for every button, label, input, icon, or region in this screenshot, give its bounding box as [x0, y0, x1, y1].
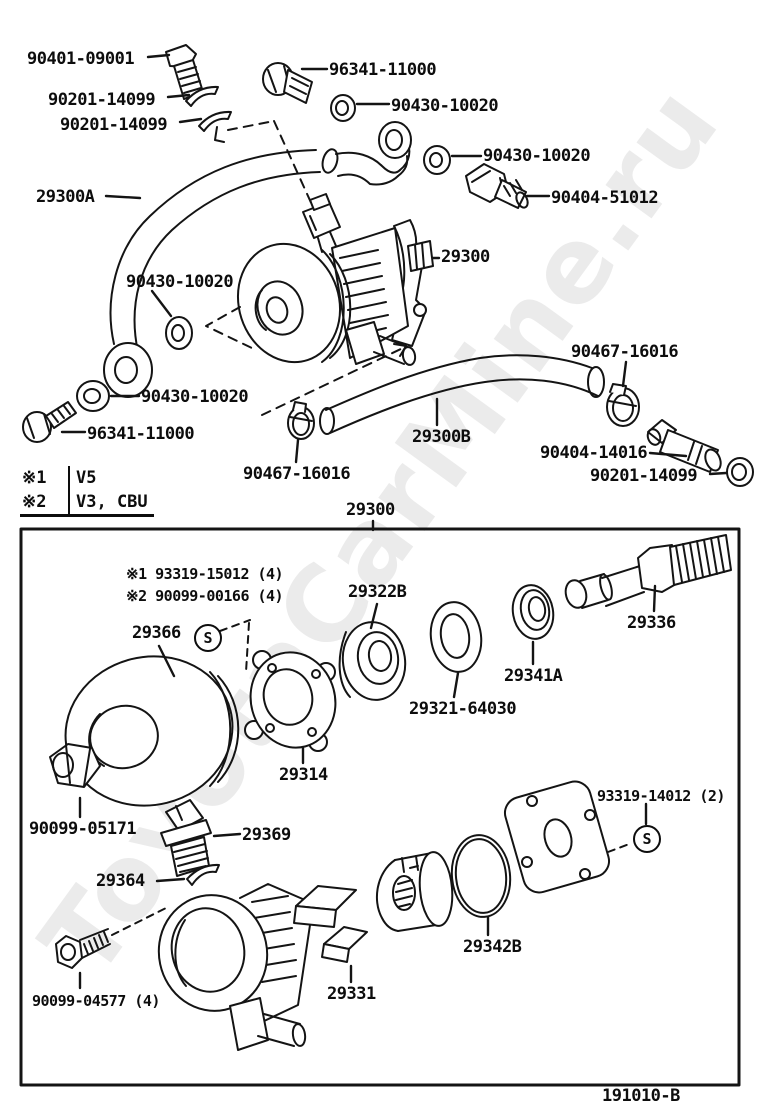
part-label-90201-14099-c: 90201-14099: [590, 466, 698, 486]
washer-90430-d-drawing: [77, 381, 109, 411]
part-label-90099-04577: 90099-04577 (4): [32, 992, 160, 1010]
part-label-29341A: 29341A: [504, 666, 563, 686]
part-label-90430-10020-d: 90430-10020: [141, 387, 249, 407]
part-label-29321-64030: 29321-64030: [409, 699, 517, 719]
washer-29321-drawing: [426, 599, 485, 675]
s-marker-bottom: S: [633, 825, 661, 853]
washer-90430-b-drawing: [424, 146, 450, 174]
pump-housing-drawing: [148, 884, 310, 1050]
gasket-plate-drawing: [501, 778, 613, 896]
part-label-29314: 29314: [279, 765, 328, 785]
washer-90201-right-drawing: [727, 458, 753, 486]
washer-90430-a-drawing: [331, 95, 355, 121]
bolt-96341-low-drawing: [23, 402, 76, 442]
part-label-90430-10020-b: 90430-10020: [483, 146, 591, 166]
union-fitting-90401-drawing: [166, 45, 203, 99]
legend-row-2: ※2 V3, CBU: [22, 490, 148, 514]
legend-value-2: V3, CBU: [68, 490, 148, 514]
legend-underline: [20, 514, 154, 517]
part-label-90201-14099-a: 90201-14099: [48, 90, 156, 110]
legend-value-1: V5: [68, 466, 96, 490]
hose-29300A-drawing: [104, 122, 411, 397]
part-label-93319-14012: 93319-14012 (2): [597, 787, 725, 805]
part-label-90404-14016: 90404-14016: [540, 443, 648, 463]
clip-90201-b-drawing: [199, 112, 231, 131]
exploded-view-box: [21, 529, 739, 1085]
washer-90430-c-drawing: [166, 317, 192, 349]
part-label-29369: 29369: [242, 825, 291, 845]
valve-29369-drawing: [161, 800, 211, 876]
part-label-96341-11000-low: 96341-11000: [87, 424, 195, 444]
note-90099-00166: ※2 90099-00166 (4): [126, 587, 284, 605]
shaft-29336-drawing: [563, 535, 731, 610]
legend-key-2: ※2: [22, 492, 47, 512]
nut-90099-05171-drawing: [50, 744, 100, 787]
note-93319-15012: ※1 93319-15012 (4): [126, 565, 284, 583]
bolt-90099-04577-drawing: [56, 929, 110, 968]
vacuum-pump-assembly-drawing: [223, 194, 433, 376]
alignment-dashed-lines-box: [112, 620, 632, 935]
variant-legend: ※1 V5 ※2 V3, CBU: [22, 466, 148, 514]
legend-key-1: ※1: [22, 468, 47, 488]
fitting-90404-14016-drawing: [646, 420, 724, 473]
part-label-29336: 29336: [627, 613, 676, 633]
part-label-29331: 29331: [327, 984, 376, 1004]
alignment-bracket: [215, 127, 224, 142]
part-label-29322B: 29322B: [348, 582, 407, 602]
leader-lines-top: [62, 55, 726, 530]
bolt-96341-top-drawing: [263, 63, 312, 103]
s-marker-top: S: [194, 624, 222, 652]
part-label-90467-16016-mid: 90467-16016: [243, 464, 351, 484]
part-label-29300A: 29300A: [36, 187, 95, 207]
drawing-number: 191010-B: [602, 1086, 680, 1106]
part-label-90430-10020-a: 90430-10020: [391, 96, 499, 116]
clip-90201-a-drawing: [186, 87, 218, 106]
fitting-90404-51012-drawing: [466, 164, 530, 209]
part-label-90430-10020-c: 90430-10020: [126, 272, 234, 292]
part-label-29342B: 29342B: [463, 937, 522, 957]
part-label-90467-16016-right: 90467-16016: [571, 342, 679, 362]
pulley-29366-drawing: [50, 639, 249, 823]
part-label-29364: 29364: [96, 871, 145, 891]
hub-29314-drawing: [240, 643, 346, 757]
part-label-29300-pump: 29300: [441, 247, 490, 267]
part-label-96341-11000-top: 96341-11000: [329, 60, 437, 80]
legend-row-1: ※1 V5: [22, 466, 148, 490]
hose-29300B-drawing: [320, 355, 604, 434]
part-label-90404-51012: 90404-51012: [551, 188, 659, 208]
seal-29341A-drawing: [509, 582, 558, 642]
hose-clamp-90467-mid-drawing: [288, 402, 314, 439]
alignment-dashed-lines-top: [206, 121, 405, 415]
part-label-29366: 29366: [132, 623, 181, 643]
leader-lines-box: [80, 586, 655, 988]
dashed-arrowhead: [394, 344, 406, 356]
part-label-90401-09001: 90401-09001: [27, 49, 135, 69]
oring-29342B-drawing: [448, 832, 514, 920]
hose-clamp-90467-right-drawing: [607, 384, 639, 426]
rotor-vanes-29331-drawing: [294, 851, 455, 962]
part-label-29300B: 29300B: [412, 427, 471, 447]
clip-29364-drawing: [187, 865, 219, 885]
assembly-label-29300: 29300: [346, 500, 395, 520]
part-label-90099-05171: 90099-05171: [29, 819, 137, 839]
bearing-29322B-drawing: [338, 618, 410, 704]
part-label-90201-14099-b: 90201-14099: [60, 115, 168, 135]
